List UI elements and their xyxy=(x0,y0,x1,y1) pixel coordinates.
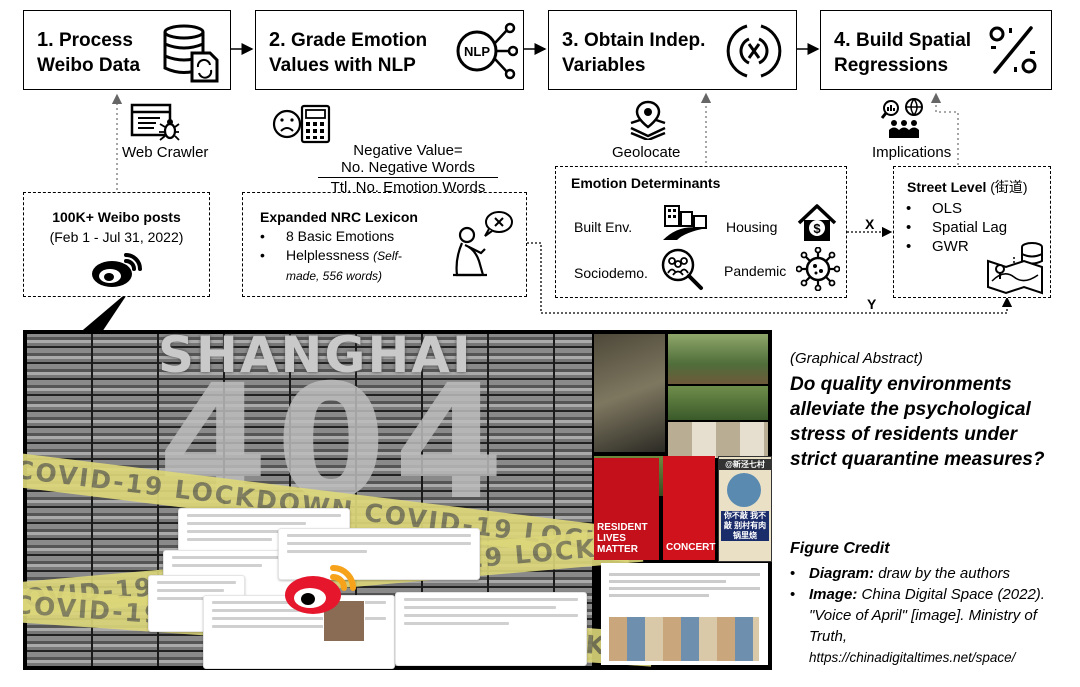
collage-poster-resident-lives: RESIDENT LIVES MATTER xyxy=(594,458,659,560)
formula-top: Negative Value= xyxy=(353,142,463,159)
pandemic-label: Pandemic xyxy=(724,263,787,279)
collage-photo-tile xyxy=(594,334,665,452)
figure-credit-list: Diagram: draw by the authors Image: Chin… xyxy=(790,563,1060,668)
house-dollar-icon: $ xyxy=(797,204,837,241)
built-env-label: Built Env. xyxy=(574,219,633,235)
callout-pointer xyxy=(77,290,130,335)
arrow-x-label: X xyxy=(865,216,875,232)
geolocate-label: Geolocate xyxy=(612,144,681,161)
lexicon-item: Helplessness (Self-made, 556 words) xyxy=(258,246,430,286)
step-4-number: 4. xyxy=(834,29,851,51)
collage-photo-tile xyxy=(668,386,768,420)
variable-x-icon xyxy=(726,24,782,78)
step-1-number: 1. xyxy=(37,29,54,51)
formula-fraction-line xyxy=(318,177,498,178)
collage-shanghai-text: SHANGHAI xyxy=(158,330,473,384)
weibo-post-card xyxy=(395,592,587,666)
formula-denominator: Ttl. No. Emotion Words xyxy=(330,179,486,196)
people-search-icon xyxy=(661,248,703,290)
buildings-road-icon xyxy=(663,205,707,240)
geolocate-icon xyxy=(630,100,666,140)
database-file-icon xyxy=(163,24,219,83)
lexicon-box: Expanded NRC Lexicon 8 Basic Emotions He… xyxy=(242,192,527,297)
step-2-title: Grade Emotion Values with NLP xyxy=(269,30,428,76)
implications-label: Implications xyxy=(872,144,952,161)
step-4-title: Build Spatial Regressions xyxy=(834,30,972,76)
sociodemo-label: Sociodemo. xyxy=(574,265,648,281)
figure-credit-title: Figure Credit xyxy=(790,540,890,557)
formula-numerator: No. Negative Words xyxy=(341,159,475,176)
svg-text:$: $ xyxy=(813,221,821,236)
lexicon-item: 8 Basic Emotions xyxy=(258,227,430,246)
virus-icon xyxy=(796,247,840,291)
collage-weibo-screenshot xyxy=(601,563,768,665)
street-level-list: OLS Spatial Lag GWR xyxy=(904,199,1044,256)
step-3-title: Obtain Indep. Variables xyxy=(562,30,706,76)
collage-poster-concert: CONCERT xyxy=(663,456,715,560)
step-3-box: 3. Obtain Indep. Variables xyxy=(548,10,797,90)
credit-url[interactable]: https://chinadigitaltimes.net/space/ xyxy=(809,650,1016,665)
research-question: Do quality environments alleviate the ps… xyxy=(790,374,1045,470)
step-1-box: 1. Process Weibo Data xyxy=(23,10,231,90)
model-item-spatial-lag: Spatial Lag xyxy=(904,218,1044,237)
weibo-posts-title: 100K+ Weibo posts xyxy=(52,209,181,225)
credit-diagram: Diagram: draw by the authors xyxy=(790,563,1060,584)
nlp-network-icon: NLP xyxy=(456,22,518,80)
step-3-number: 3. xyxy=(562,29,579,51)
weibo-posts-dates: (Feb 1 - Jul 31, 2022) xyxy=(49,229,184,245)
graphical-abstract-label: (Graphical Abstract) xyxy=(790,350,923,367)
determinants-title: Emotion Determinants xyxy=(571,175,721,191)
weibo-post-card xyxy=(278,528,480,580)
step-2-number: 2. xyxy=(269,29,286,51)
arrow-y-label: Y xyxy=(867,296,877,312)
percent-icon xyxy=(989,26,1037,74)
collage-photo-tile xyxy=(668,334,768,384)
sad-calculator-icon xyxy=(272,104,331,144)
sad-person-icon xyxy=(453,211,513,277)
weibo-logo-icon xyxy=(92,253,142,287)
step-4-box: 4. Build Spatial Regressions xyxy=(820,10,1052,90)
web-crawler-label: Web Crawler xyxy=(122,144,209,161)
lexicon-list: 8 Basic Emotions Helplessness (Self-made… xyxy=(258,227,430,286)
model-item-gwr: GWR xyxy=(904,237,1044,256)
street-level-title: Street Level (街道) xyxy=(907,179,1028,195)
weibo-logo-red-icon xyxy=(285,565,356,614)
weibo-posts-box: 100K+ Weibo posts (Feb 1 - Jul 31, 2022) xyxy=(23,192,210,297)
negative-value-formula: Negative Value= No. Negative Words Ttl. … xyxy=(318,142,498,196)
map-database-icon xyxy=(987,242,1043,295)
credit-image: Image: China Digital Space (2022). "Voic… xyxy=(790,584,1060,668)
step-2-box: 2. Grade Emotion Values with NLP NLP xyxy=(255,10,524,90)
lexicon-title: Expanded NRC Lexicon xyxy=(260,209,418,225)
web-crawler-icon xyxy=(130,103,180,141)
street-level-box: Street Level (街道) OLS Spatial Lag GWR xyxy=(893,166,1051,298)
model-item-ols: OLS xyxy=(904,199,1044,218)
collage-poster-cartoon: @新泾七村 你不敲 我不敲 别村有肉锅里烧 xyxy=(718,456,772,562)
lexicon-note: (Self-made, 556 words) xyxy=(286,249,402,283)
arrow-y xyxy=(527,242,1013,314)
emotion-determinants-box: Emotion Determinants Built Env. Housing … xyxy=(555,166,847,298)
step-1-title: Process Weibo Data xyxy=(37,30,141,76)
implications-icon xyxy=(880,98,923,138)
weibo-collage-image: SHANGHAI 404 COVID-19 LOCKDOWN COVID-19 … xyxy=(23,330,772,670)
arrow-implications-step4 xyxy=(930,92,959,165)
housing-label: Housing xyxy=(726,219,778,235)
svg-text:NLP: NLP xyxy=(464,44,490,59)
collage-photo-tile xyxy=(668,422,768,458)
